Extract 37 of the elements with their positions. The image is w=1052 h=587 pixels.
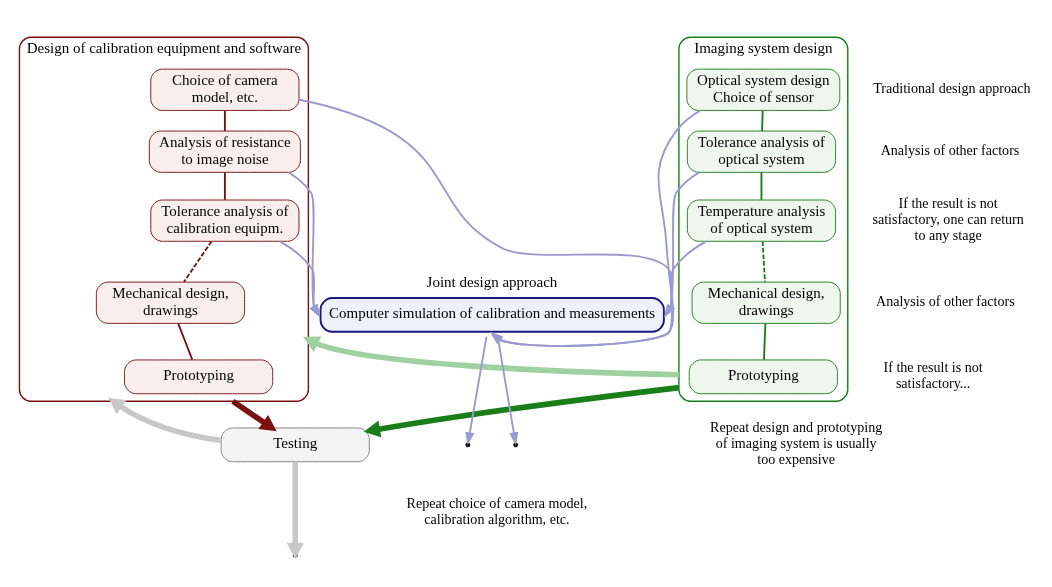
- node-box: Temperature analysis of optical system: [686, 199, 837, 242]
- node-label: Joint design approach: [426, 273, 558, 290]
- connector: [763, 322, 767, 361]
- node-box: Prototyping: [124, 359, 274, 395]
- label: If the result is not satisfactory...: [883, 359, 983, 392]
- node-box: Mechanical design, drawings: [95, 281, 246, 324]
- arrow: [108, 397, 222, 444]
- label: Analysis of other factors: [876, 293, 1015, 310]
- node-box: Testing: [220, 427, 370, 463]
- node-box: Analysis of resistance to image noise: [148, 130, 301, 173]
- arrow: [664, 171, 701, 318]
- connector: [761, 240, 766, 283]
- arrow: [278, 240, 321, 318]
- node-box: Tolerance analysis of calibration equipm.: [150, 199, 300, 242]
- arrow: [231, 398, 277, 432]
- node-box: Tolerance analysis of optical system: [686, 130, 837, 173]
- connector: [223, 109, 226, 132]
- connector: [760, 171, 763, 201]
- label: Analysis of other factors: [880, 141, 1020, 158]
- label: Repeat choice of camera model, calibration algorithm, etc.: [406, 495, 588, 528]
- connector: [183, 240, 213, 283]
- arrow: [664, 240, 708, 318]
- arrow: [363, 384, 680, 438]
- arrow: [287, 171, 321, 318]
- node-box: Optical system design Choice of sensor: [686, 68, 841, 111]
- node-box: Mechanical design, drawings: [691, 281, 841, 324]
- node-box: Choice of camera model, etc.: [150, 68, 300, 111]
- arrow: [303, 336, 679, 378]
- connector: [223, 171, 226, 201]
- arrow: [490, 331, 519, 446]
- label: Repeat design and prototyping of imaging system is usually too expensive: [710, 419, 883, 468]
- arrow: [298, 98, 674, 347]
- label: If the result is not satisfactory, one can return to any stage: [872, 194, 1024, 243]
- connector: [177, 322, 194, 361]
- label: Traditional design approach: [873, 80, 1031, 97]
- connector: [761, 109, 764, 132]
- node-box: Prototyping: [688, 359, 838, 395]
